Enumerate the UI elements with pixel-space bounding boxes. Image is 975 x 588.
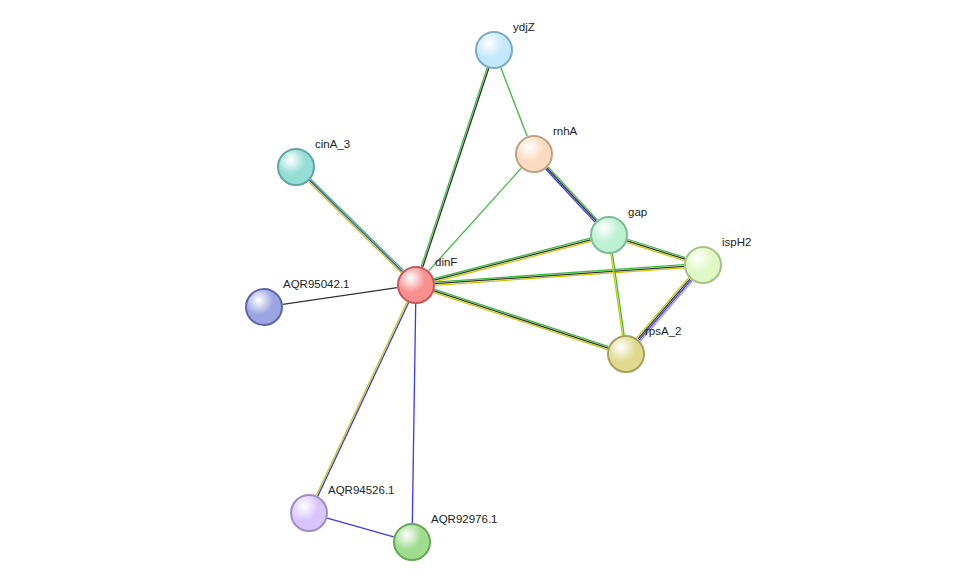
evidence-line — [548, 167, 597, 220]
interaction-edge — [434, 238, 591, 282]
node-circle — [590, 216, 628, 254]
protein-node: rpsA_2 — [607, 335, 645, 373]
node-circle — [245, 288, 283, 326]
interaction-edge — [316, 302, 408, 496]
interaction-edge — [627, 239, 686, 261]
evidence-line — [638, 279, 690, 339]
interaction-edge — [501, 68, 527, 137]
evidence-line — [311, 179, 404, 270]
protein-node: ispH2 — [684, 246, 722, 284]
node-circle — [475, 31, 513, 69]
evidence-line — [627, 242, 685, 260]
node-circle — [393, 523, 431, 561]
node-label: rpsA_2 — [645, 325, 681, 338]
node-label: AQR92976.1 — [431, 513, 498, 526]
interaction-edge — [637, 278, 693, 341]
evidence-line — [546, 169, 595, 222]
evidence-line — [429, 168, 522, 271]
evidence-line — [283, 288, 397, 305]
evidence-line — [434, 291, 608, 348]
node-label: cinA_3 — [315, 138, 350, 151]
interaction-edge — [435, 265, 684, 286]
interaction-edge — [327, 518, 393, 537]
node-label: ispH2 — [722, 236, 751, 249]
interaction-edge — [412, 304, 415, 523]
node-label: gap — [628, 206, 647, 219]
evidence-line — [639, 280, 691, 340]
protein-node: cinA_3 — [277, 148, 315, 186]
interaction-edge — [308, 179, 403, 273]
interaction-edge — [611, 254, 624, 336]
interaction-edge — [546, 167, 598, 222]
evidence-line — [412, 304, 415, 523]
evidence-line — [628, 239, 686, 257]
node-circle — [397, 266, 435, 304]
interaction-edge — [429, 168, 522, 271]
evidence-line — [547, 168, 596, 221]
protein-node: AQR95042.1 — [245, 288, 283, 326]
evidence-line — [316, 302, 407, 496]
node-circle — [607, 335, 645, 373]
evidence-line — [435, 289, 609, 346]
node-label: AQR95042.1 — [283, 278, 350, 291]
evidence-line — [435, 266, 684, 283]
node-label: AQR94526.1 — [328, 484, 395, 497]
node-label: rnhA — [553, 125, 577, 138]
node-circle — [277, 148, 315, 186]
protein-node: gap — [590, 216, 628, 254]
evidence-line — [611, 254, 623, 335]
evidence-line — [435, 268, 684, 285]
protein-node: dinF — [397, 266, 435, 304]
evidence-line — [434, 292, 608, 349]
protein-node: AQR92976.1 — [393, 523, 431, 561]
protein-node: AQR94526.1 — [290, 494, 328, 532]
node-circle — [515, 135, 553, 173]
protein-node: rnhA — [515, 135, 553, 173]
node-circle — [290, 494, 328, 532]
evidence-line — [637, 278, 689, 338]
evidence-line — [640, 281, 692, 341]
evidence-line — [318, 303, 409, 497]
interaction-edge — [421, 68, 489, 267]
evidence-line — [435, 265, 684, 282]
node-label: dinF — [435, 256, 457, 269]
evidence-line — [423, 68, 489, 267]
interaction-edge — [283, 288, 397, 305]
interaction-edge — [434, 289, 609, 349]
protein-node: ydjZ — [475, 31, 513, 69]
evidence-line — [421, 68, 487, 267]
evidence-line — [310, 180, 403, 271]
evidence-line — [308, 181, 401, 272]
evidence-line — [327, 518, 393, 537]
evidence-line — [501, 68, 527, 137]
evidence-line — [627, 241, 685, 259]
node-circle — [684, 246, 722, 284]
node-label: ydjZ — [513, 21, 535, 34]
evidence-line — [612, 254, 624, 335]
